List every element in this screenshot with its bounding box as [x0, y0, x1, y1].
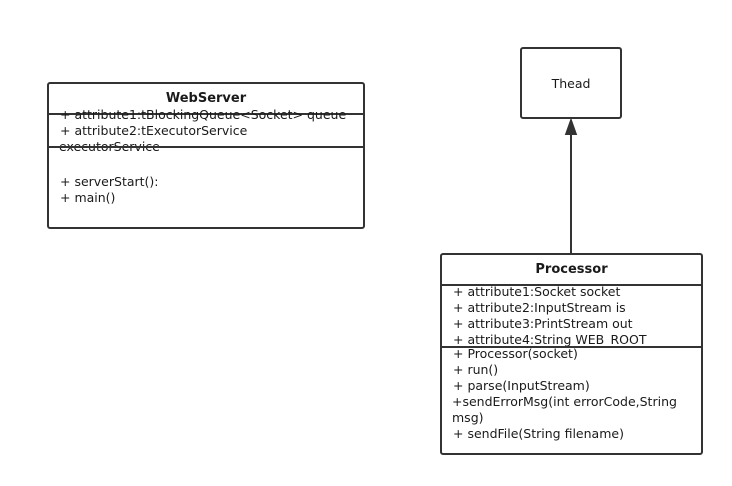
- webserver-attributes: + attribute1:tBlockingQueue<Socket> queu…: [49, 107, 363, 155]
- processor-attribute: + attribute1:Socket socket: [453, 284, 621, 299]
- processor-operations: + Processor(socket) + run() + parse(Inpu…: [442, 346, 695, 442]
- thread-class-name: Thead: [551, 76, 591, 91]
- processor-operation: + sendFile(String filename): [453, 426, 624, 441]
- webserver-operation: + serverStart():: [60, 174, 159, 189]
- processor-operation: + Processor(socket): [453, 346, 578, 361]
- processor-attribute: + attribute3:PrintStream out: [453, 316, 633, 331]
- processor-class[interactable]: Processor + attribute1:Socket socket + a…: [440, 253, 703, 455]
- processor-attributes: + attribute1:Socket socket + attribute2:…: [442, 284, 701, 348]
- thread-class[interactable]: Thead: [520, 47, 622, 119]
- processor-operation: + parse(InputStream): [453, 378, 590, 393]
- processor-operation: + run(): [453, 362, 499, 377]
- processor-operation: +sendErrorMsg(int errorCode,String msg): [452, 394, 677, 425]
- inheritance-arrowhead: [564, 117, 578, 135]
- webserver-attribute: + attribute1:tBlockingQueue<Socket> queu…: [60, 107, 347, 122]
- webserver-operation: + main(): [60, 190, 116, 205]
- processor-class-name: Processor: [535, 262, 608, 277]
- processor-attribute: + attribute4:String WEB_ROOT: [453, 332, 647, 347]
- processor-divider-top: [442, 284, 701, 286]
- webserver-class-name: WebServer: [165, 91, 247, 106]
- processor-attribute: + attribute2:InputStream is: [453, 300, 626, 315]
- processor-divider-bottom: [442, 346, 701, 348]
- webserver-class[interactable]: WebServer + attribute1:tBlockingQueue<So…: [47, 82, 365, 229]
- webserver-operations: + serverStart(): + main(): [49, 174, 363, 206]
- webserver-divider-top: [49, 113, 363, 115]
- webserver-attribute: + attribute2:tExecutorService: [60, 123, 248, 138]
- webserver-divider-bottom: [49, 146, 363, 148]
